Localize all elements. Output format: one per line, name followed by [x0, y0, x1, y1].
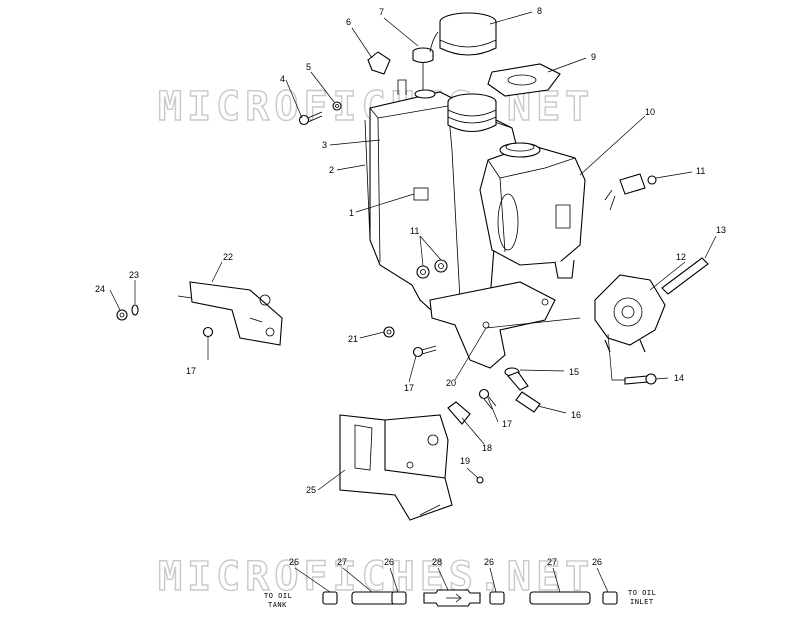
callout-17-left: 17	[186, 366, 196, 376]
lower-bracket-25	[339, 414, 453, 521]
washer-nut-23-24	[116, 304, 139, 321]
fitting-15-16	[504, 367, 541, 413]
oil-pump	[594, 274, 666, 353]
callout-14: 14	[674, 373, 684, 383]
nuts-11	[416, 259, 448, 279]
nut-21	[383, 326, 395, 338]
callout-22: 22	[223, 252, 233, 262]
callout-28: 28	[432, 557, 442, 567]
callout-23: 23	[129, 270, 139, 280]
callout-17-right: 17	[502, 419, 512, 429]
callout-27-b: 27	[547, 557, 557, 567]
callout-6: 6	[346, 17, 351, 27]
tank-bracket	[429, 281, 556, 369]
caption-to-oil-inlet-2: INLET	[630, 598, 654, 606]
oil-tank	[364, 79, 521, 319]
callout-11-nuts: 11	[410, 226, 419, 236]
callout-10: 10	[645, 107, 655, 117]
callout-2: 2	[329, 165, 334, 175]
callout-21: 21	[348, 334, 358, 344]
pump-clip	[661, 257, 709, 295]
callout-26-c: 26	[484, 557, 494, 567]
callout-12: 12	[676, 252, 686, 262]
callout-25: 25	[306, 485, 316, 495]
hose-line-assembly	[322, 589, 618, 607]
callout-11-fitting: 11	[696, 166, 705, 176]
callout-26-a: 26	[289, 557, 299, 567]
screw-19	[476, 476, 484, 484]
callout-1: 1	[349, 208, 354, 218]
callout-24: 24	[95, 284, 105, 294]
level-sensor	[412, 31, 439, 90]
bolt-14	[624, 373, 657, 385]
leader-lines	[109, 11, 717, 593]
callout-7: 7	[379, 7, 384, 17]
fitting-11	[604, 173, 657, 211]
caption-to-oil-tank-1: TO OIL	[264, 592, 292, 600]
callout-20: 20	[446, 378, 456, 388]
tank-cap	[439, 12, 497, 56]
callout-8: 8	[537, 6, 542, 16]
wire-clip	[367, 51, 391, 75]
callout-27-a: 27	[337, 557, 347, 567]
callout-9: 9	[591, 52, 596, 62]
callout-13: 13	[716, 225, 726, 235]
clip-18	[447, 401, 471, 425]
callout-26-b: 26	[384, 557, 394, 567]
callout-15: 15	[569, 367, 579, 377]
reservoir-tank	[479, 142, 586, 279]
callout-4: 4	[280, 74, 285, 84]
callout-3: 3	[322, 140, 327, 150]
caption-to-oil-tank-2: TANK	[268, 601, 287, 609]
callout-5: 5	[306, 62, 311, 72]
bracket-22	[177, 281, 283, 346]
callout-26-d: 26	[592, 557, 602, 567]
callout-19: 19	[460, 456, 470, 466]
gasket	[487, 63, 561, 97]
callout-18: 18	[482, 443, 492, 453]
callout-17-mid: 17	[404, 383, 414, 393]
caption-to-oil-inlet-1: TO OIL	[628, 589, 656, 597]
callout-16: 16	[571, 410, 581, 420]
